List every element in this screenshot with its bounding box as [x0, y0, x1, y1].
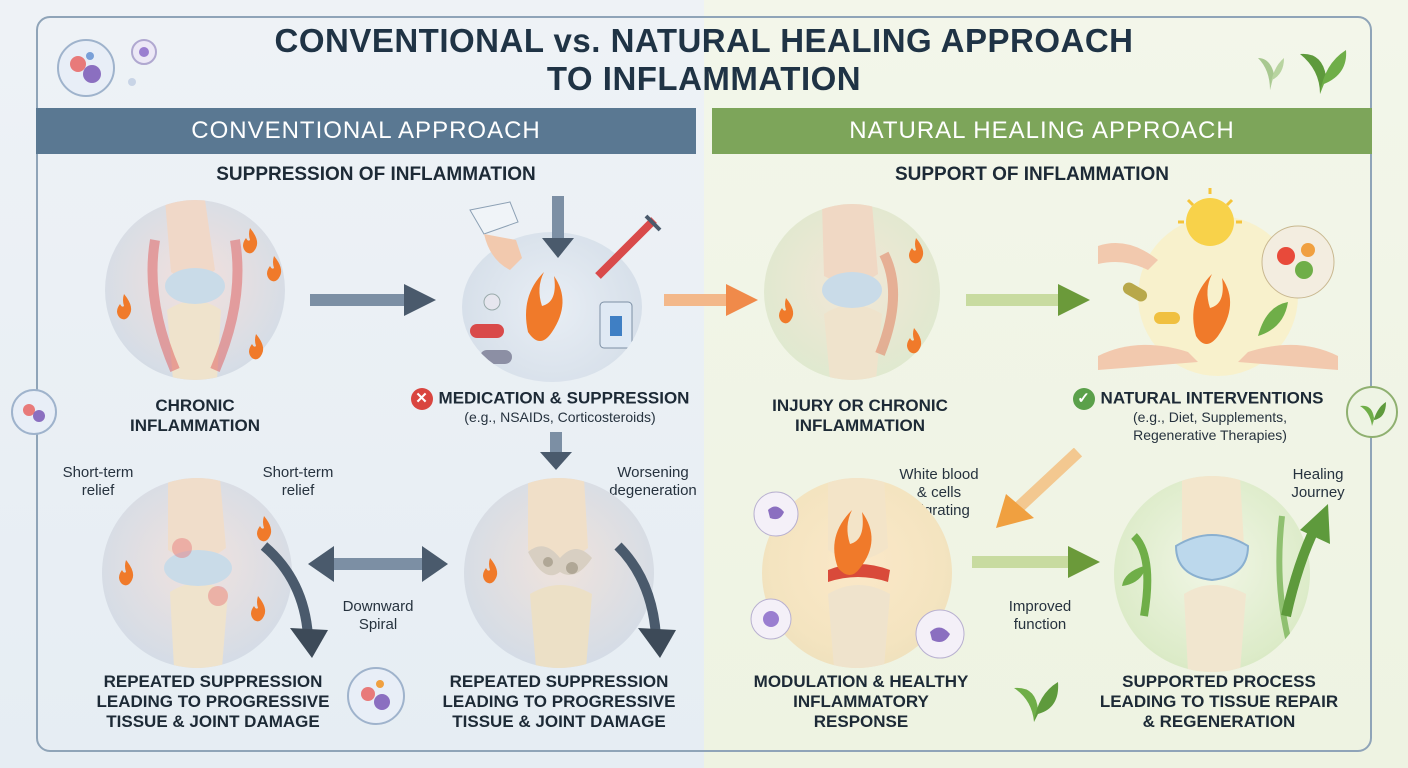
natural-subtitle: SUPPORT OF INFLAMMATION	[894, 164, 1170, 185]
syringe-icon	[595, 214, 662, 279]
flame-icon	[243, 228, 258, 254]
page-title: CONVENTIONAL vs. NATURAL HEALING APPROAC…	[0, 22, 1408, 98]
medication-label: MEDICATION & SUPPRESSION	[438, 388, 690, 408]
arrow-down-icon	[540, 432, 572, 470]
white-blood-cell-icon	[915, 609, 965, 659]
repeated-suppression-right: REPEATED SUPPRESSION LEADING TO PROGRESS…	[424, 672, 694, 732]
arrow-right-icon	[966, 284, 1090, 316]
repeat-left-line-3: TISSUE & JOINT DAMAGE	[106, 712, 320, 731]
leaf-badge-icon	[1346, 386, 1398, 438]
flame-icon	[909, 238, 924, 264]
improved-line-1: Improved	[1008, 598, 1072, 615]
modulation-label: MODULATION & HEALTHY INFLAMMATORY RESPON…	[736, 672, 986, 732]
downward-curve-arrow-icon	[260, 542, 328, 658]
leaves-icon	[1258, 50, 1347, 94]
cells-icon	[57, 39, 157, 97]
short-term-left-line-1: Short-term	[62, 464, 134, 481]
short-term-right-line-1: Short-term	[262, 464, 334, 481]
healing-line-2: Journey	[1291, 484, 1345, 501]
improved-line-2: function	[1013, 616, 1067, 633]
short-term-relief-left: Short-term relief	[48, 464, 148, 500]
title-line-1: CONVENTIONAL vs. NATURAL HEALING APPROAC…	[274, 22, 1134, 59]
injury-label: INJURY OR CHRONIC INFLAMMATION	[760, 396, 960, 436]
suppressed-knee-illustration	[102, 478, 292, 668]
chronic-label-line-1: CHRONIC	[155, 396, 235, 415]
white-blood-cell-icon	[750, 598, 792, 640]
natural-label: NATURAL INTERVENTIONS	[1100, 388, 1324, 408]
doctor-hand-icon	[469, 201, 522, 270]
wbc-line-2: & cells	[916, 484, 962, 501]
modulation-line-3: RESPONSE	[813, 712, 909, 731]
flame-icon	[249, 334, 264, 360]
wbc-line-1: White blood	[899, 466, 979, 483]
flame-icon	[119, 560, 134, 586]
medication-label-row: ✕MEDICATION & SUPPRESSION	[400, 388, 700, 410]
flame-icon	[267, 256, 282, 282]
short-term-left-line-2: relief	[81, 482, 115, 499]
degenerated-knee-illustration	[464, 478, 654, 668]
repeat-left-line-2: LEADING TO PROGRESSIVE	[96, 692, 330, 711]
flame-icon	[907, 328, 922, 354]
natural-header: NATURAL HEALING APPROACH	[712, 108, 1372, 154]
healing-journey: Healing Journey	[1278, 466, 1358, 502]
medication-examples: (e.g., NSAIDs, Corticosteroids)	[464, 409, 656, 425]
repeat-right-line-1: REPEATED SUPPRESSION	[449, 672, 669, 691]
repeat-right-line-3: TISSUE & JOINT DAMAGE	[452, 712, 666, 731]
title-line-2: TO INFLAMMATION	[546, 60, 862, 97]
repeat-right-line-2: LEADING TO PROGRESSIVE	[442, 692, 676, 711]
flame-icon	[117, 294, 132, 320]
chronic-inflammation-label: CHRONIC INFLAMMATION	[120, 396, 270, 436]
double-arrow-icon	[308, 546, 448, 582]
arrow-right-icon	[310, 284, 436, 316]
natural-interventions-illustration	[1098, 186, 1338, 376]
injury-label-line-1: INJURY OR CHRONIC	[772, 396, 948, 415]
short-term-relief-right: Short-term relief	[248, 464, 348, 500]
natural-examples: (e.g., Diet, Supplements, Regenerative T…	[1090, 408, 1330, 444]
flame-icon	[483, 558, 498, 584]
downward-spiral: Downward Spiral	[318, 598, 438, 634]
flame-icon	[779, 298, 794, 324]
chronic-label-line-2: INFLAMMATION	[130, 416, 260, 435]
cells-icon	[347, 667, 405, 725]
worsening-line-1: Worsening	[617, 464, 689, 481]
white-blood-cell-icon	[753, 491, 799, 537]
healthy-knee-illustration	[1114, 476, 1310, 672]
cross-icon: ✕	[410, 388, 433, 410]
flame-icon	[257, 516, 272, 542]
arrow-down-icon	[542, 196, 574, 258]
conventional-header: CONVENTIONAL APPROACH	[36, 108, 696, 154]
modulation-line-1: MODULATION & HEALTHY	[753, 672, 969, 691]
repeated-suppression-left: REPEATED SUPPRESSION LEADING TO PROGRESS…	[78, 672, 348, 732]
downward-line-2: Spiral	[358, 616, 398, 633]
arrow-right-icon	[972, 546, 1100, 578]
downward-curve-arrow-icon	[614, 542, 676, 658]
natural-examples-line-1: (e.g., Diet, Supplements,	[1132, 409, 1288, 425]
supported-line-1: SUPPORTED PROCESS	[1122, 672, 1316, 691]
healing-line-1: Healing	[1292, 466, 1344, 483]
cells-icon	[11, 389, 57, 435]
flame-icon	[251, 596, 266, 622]
natural-label-row: ✓NATURAL INTERVENTIONS	[1058, 388, 1338, 410]
check-icon: ✓	[1072, 388, 1095, 410]
supported-process-label: SUPPORTED PROCESS LEADING TO TISSUE REPA…	[1086, 672, 1352, 732]
modulation-line-2: INFLAMMATORY	[793, 692, 929, 711]
injury-label-line-2: INFLAMMATION	[795, 416, 925, 435]
short-term-right-line-2: relief	[281, 482, 315, 499]
outer-frame	[36, 16, 1372, 752]
upward-arrow-icon	[1281, 504, 1330, 618]
natural-examples-line-2: Regenerative Therapies)	[1133, 427, 1287, 443]
arrow-right-icon	[664, 284, 758, 316]
worsening-line-2: degeneration	[609, 482, 697, 499]
leaf-icon	[1014, 682, 1059, 722]
conventional-subtitle: SUPPRESSION OF INFLAMMATION	[216, 164, 536, 185]
supported-line-3: & REGENERATION	[1142, 712, 1296, 731]
improved-function: Improved function	[992, 598, 1088, 634]
repeat-left-line-1: REPEATED SUPPRESSION	[103, 672, 323, 691]
supported-line-2: LEADING TO TISSUE REPAIR	[1099, 692, 1339, 711]
worsening-degeneration: Worsening degeneration	[598, 464, 708, 500]
diagonal-arrow-icon	[996, 448, 1083, 528]
downward-line-1: Downward	[342, 598, 414, 615]
